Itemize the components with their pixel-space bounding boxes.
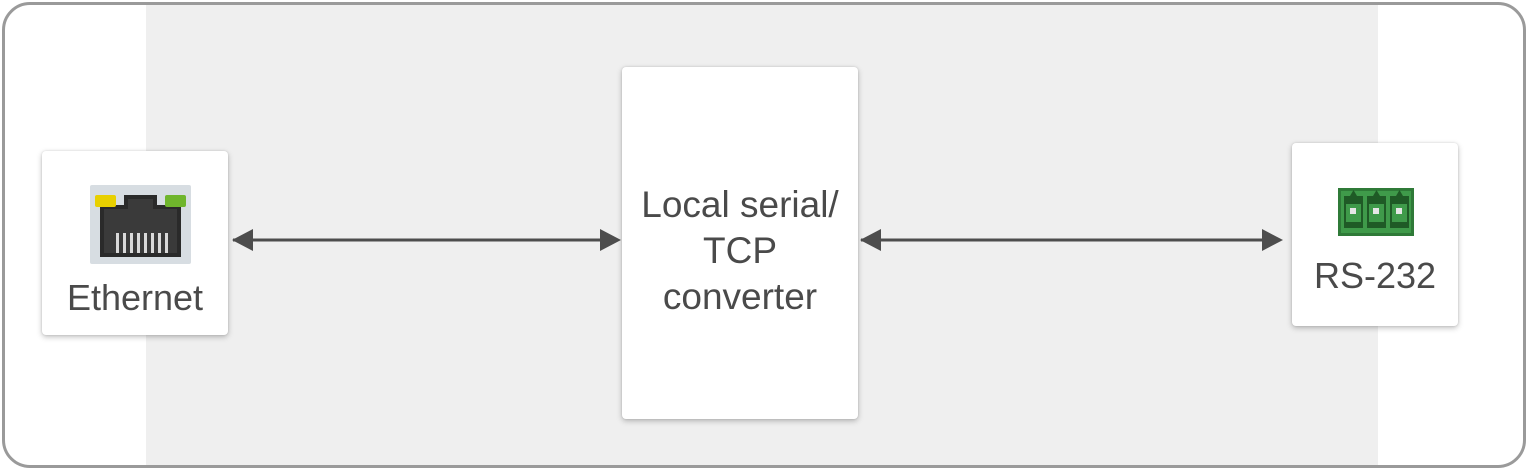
- converter-node: Local serial/ TCP converter: [622, 67, 858, 419]
- arrow-converter-rs232: [860, 229, 1283, 251]
- rs232-label: RS-232: [1313, 255, 1437, 296]
- converter-label-line-1: Local serial/: [641, 184, 839, 225]
- arrow-ethernet-converter: [232, 229, 621, 251]
- rj45-port-icon: [90, 185, 191, 264]
- phoenix-connector-icon: [1338, 188, 1414, 236]
- converter-label: Local serial/ TCP converter: [622, 182, 858, 320]
- ethernet-label: Ethernet: [66, 277, 204, 318]
- converter-label-line-2: TCP: [703, 230, 777, 271]
- converter-label-line-3: converter: [662, 276, 818, 317]
- ethernet-node: Ethernet: [42, 151, 228, 335]
- rs232-node: RS-232: [1292, 143, 1458, 326]
